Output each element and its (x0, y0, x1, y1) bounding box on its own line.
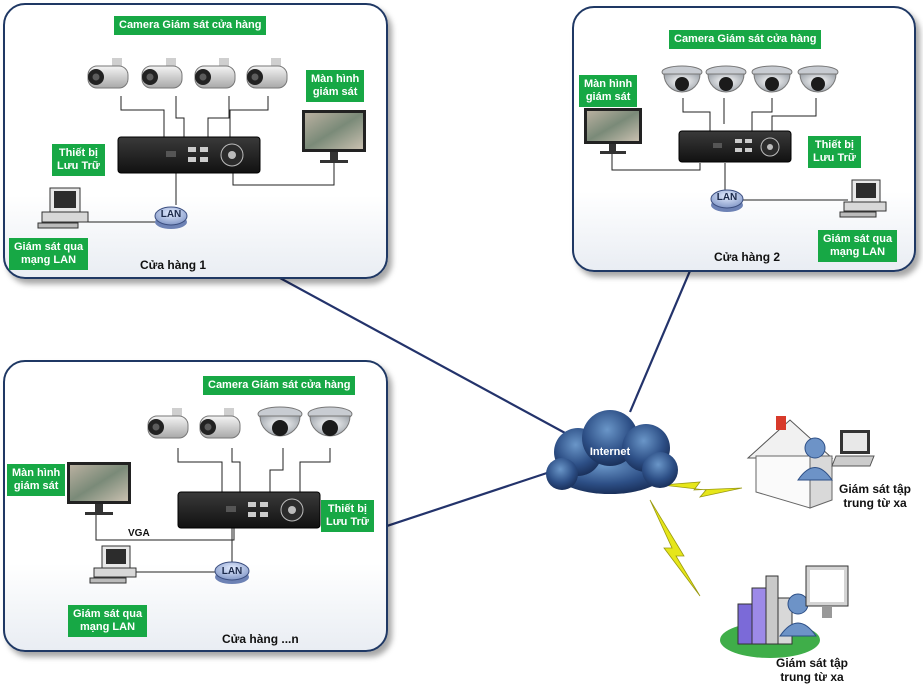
bullet-camera (246, 58, 288, 89)
dvr-storage-device (117, 136, 261, 174)
surveillance-monitor-icon (67, 462, 131, 515)
wireless-link-bolt (649, 499, 701, 597)
dvr-storage-device (678, 130, 792, 163)
storeN-monitor-label: Màn hình giám sát (7, 464, 66, 496)
store2-lan-monitor-label: Giám sát qua mạng LAN (818, 230, 898, 262)
bullet-camera (199, 408, 241, 439)
remote2-label: Giám sát tập trung từ xa (775, 656, 849, 684)
storeN-title: Cửa hàng ...n (222, 632, 299, 646)
lan-switch-icon (154, 206, 188, 229)
bullet-camera (194, 58, 236, 89)
store2-storage-label: Thiết bị Lưu Trữ (808, 136, 861, 168)
store2-lan-text: LAN (716, 192, 738, 203)
surveillance-monitor-icon (302, 110, 366, 163)
storeN-lan-text: LAN (221, 566, 243, 577)
dome-camera (257, 406, 303, 437)
dvr-storage-device (177, 491, 321, 529)
storeN-vga-label: VGA (128, 528, 150, 539)
bullet-camera (147, 408, 189, 439)
store1-lan-text: LAN (160, 209, 182, 220)
store2-title: Cửa hàng 2 (714, 250, 781, 264)
lan-switch-icon (214, 561, 250, 584)
store2-camera-label: Camera Giám sát cửa hàng (669, 30, 822, 49)
internet-cloud-icon (546, 410, 678, 494)
storeN-storage-label: Thiết bị Lưu Trữ (321, 500, 374, 532)
store2-monitor-label: Màn hình giám sát (579, 75, 638, 107)
remote1-label: Giám sát tập trung từ xa (838, 482, 912, 510)
store1-storage-label: Thiết bị Lưu Trữ (52, 144, 105, 176)
store1-monitor-label: Màn hình giám sát (306, 70, 365, 102)
office-buildings-with-user-and-monitor-icon (720, 565, 849, 658)
wireless-link-bolt (661, 481, 743, 498)
store1-title: Cửa hàng 1 (140, 258, 207, 272)
desktop-computer-icon (839, 179, 887, 218)
lan-switch-icon (710, 189, 744, 212)
storeN-camera-label: Camera Giám sát cửa hàng (203, 376, 356, 395)
dome-camera (797, 65, 839, 93)
store1-lan-monitor-label: Giám sát qua mạng LAN (9, 238, 89, 270)
dome-camera (661, 65, 703, 93)
bullet-camera (141, 58, 183, 89)
storeN-lan-monitor-label: Giám sát qua mạng LAN (68, 605, 148, 637)
dome-camera (751, 65, 793, 93)
internet-label: Internet (589, 446, 631, 458)
store1-camera-label: Camera Giám sát cửa hàng (114, 16, 267, 35)
dome-camera (705, 65, 747, 93)
desktop-computer-icon (37, 187, 89, 229)
house-with-user-and-laptop-icon (746, 416, 875, 509)
bullet-camera (87, 58, 129, 89)
surveillance-monitor-icon (584, 108, 642, 154)
desktop-computer-icon (89, 545, 137, 584)
dome-camera (307, 406, 353, 437)
